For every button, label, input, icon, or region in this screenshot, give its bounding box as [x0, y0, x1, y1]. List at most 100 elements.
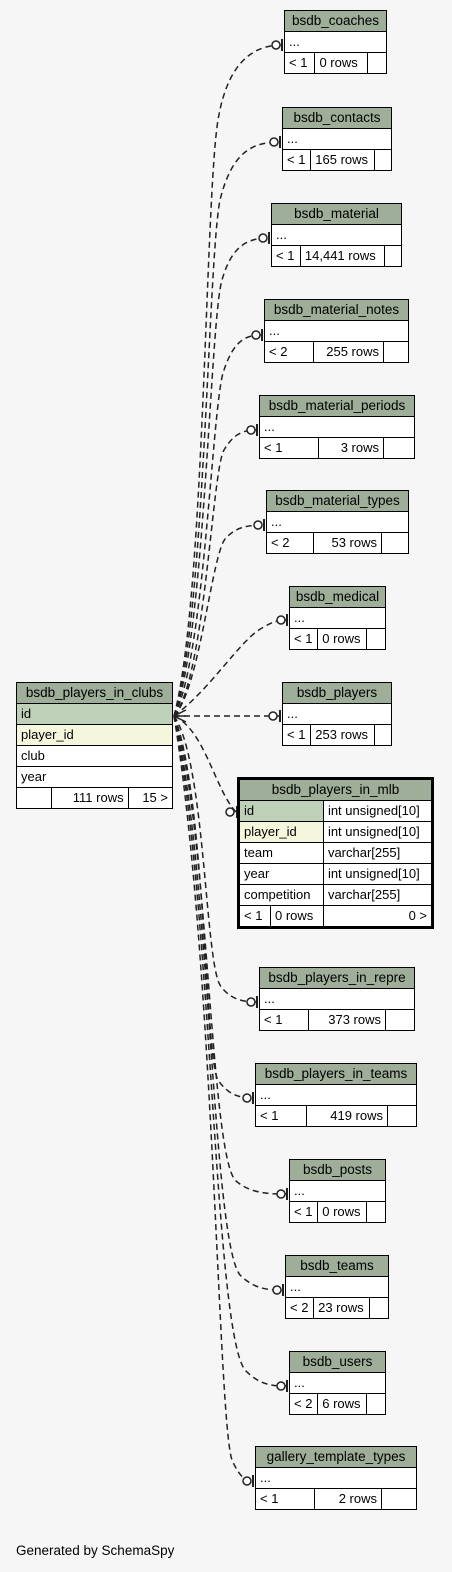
parents-count[interactable]: < 2: [284, 1297, 315, 1319]
table-name[interactable]: bsdb_users: [289, 1351, 386, 1373]
parents-count[interactable]: < 2: [266, 532, 314, 554]
row-count: 165 rows: [310, 149, 375, 171]
column-type: int unsigned[10]: [322, 821, 434, 843]
parents-count[interactable]: < 1: [240, 906, 271, 926]
edge-coaches: [173, 44, 283, 717]
parents-count[interactable]: < 2: [264, 341, 314, 363]
edge-material-periods: [173, 429, 258, 717]
children-count: [374, 724, 392, 746]
row-count: 53 rows: [313, 532, 382, 554]
edge-players-in-mlb: [173, 715, 237, 813]
table-ellipsis: ...: [289, 607, 386, 629]
table-ellipsis: ...: [284, 31, 387, 53]
edge-players-in-teams: [173, 715, 254, 1099]
children-count: [384, 245, 402, 267]
parents-count[interactable]: < 1: [281, 724, 312, 746]
table-ellipsis: ...: [289, 1180, 386, 1202]
column-type: int unsigned[10]: [322, 863, 434, 885]
table-name[interactable]: bsdb_material_notes: [264, 299, 409, 321]
row-count: 6 rows: [317, 1393, 367, 1415]
edge-players-in-repre: [173, 715, 258, 1003]
focus-table-name[interactable]: bsdb_players_in_mlb: [238, 778, 433, 801]
children-count: [381, 532, 409, 554]
table-ellipsis: ...: [255, 1467, 417, 1489]
column-name: team: [238, 842, 324, 864]
parents-count[interactable]: < 1: [283, 52, 316, 74]
table-ellipsis: ...: [255, 1084, 417, 1106]
table-name[interactable]: bsdb_coaches: [284, 10, 387, 32]
table-ellipsis: ...: [282, 703, 392, 725]
parents-count[interactable]: < 1: [255, 1488, 315, 1510]
column-name: club: [16, 745, 173, 767]
table-name[interactable]: bsdb_teams: [285, 1255, 389, 1277]
row-count: 3 rows: [318, 437, 384, 459]
children-count: [367, 52, 387, 74]
edge-material-types: [173, 524, 265, 717]
row-count: 0 rows: [317, 1201, 367, 1223]
children-count: [366, 1201, 386, 1223]
table-name[interactable]: bsdb_contacts: [282, 107, 392, 129]
edge-users: [173, 715, 288, 1387]
children-count: [383, 437, 415, 459]
parents-count[interactable]: < 1: [259, 437, 319, 459]
column-name: player_id: [238, 821, 324, 843]
children-count: [381, 1488, 417, 1510]
edge-material-notes: [173, 334, 263, 717]
table-ellipsis: ...: [266, 511, 409, 533]
column-name: id: [238, 800, 324, 822]
children-count: [366, 628, 386, 650]
children-count[interactable]: 0 >: [322, 905, 434, 928]
table-name[interactable]: bsdb_material: [271, 203, 402, 225]
row-count: 0 rows: [275, 908, 314, 923]
parents-count[interactable]: < 1: [255, 1105, 307, 1127]
column-type: int unsigned[10]: [322, 800, 434, 822]
children-count[interactable]: 15 >: [127, 787, 174, 809]
column-type: varchar[255]: [322, 884, 434, 906]
column-name: year: [16, 766, 173, 788]
parents-count[interactable]: < 1: [271, 245, 301, 267]
clubs-table: bsdb_players_in_clubs id player_id club …: [16, 682, 174, 809]
column-type: varchar[255]: [322, 842, 434, 864]
table-name[interactable]: bsdb_posts: [289, 1159, 386, 1181]
row-count: 419 rows: [306, 1105, 388, 1127]
children-count: [374, 149, 392, 171]
parents-count[interactable]: < 1: [281, 149, 312, 171]
table-name[interactable]: bsdb_material_periods: [259, 395, 415, 417]
footer-credit: Generated by SchemaSpy: [16, 1543, 175, 1558]
table-name[interactable]: bsdb_players_in_repre: [259, 967, 415, 989]
table-name[interactable]: bsdb_material_types: [266, 490, 409, 512]
parents-count[interactable]: < 1: [259, 1009, 309, 1031]
edge-gallery: [173, 715, 254, 1482]
edge-teams: [173, 715, 284, 1291]
parents-count[interactable]: < 1: [288, 1201, 319, 1223]
table-name[interactable]: bsdb_players_in_teams: [255, 1063, 417, 1085]
parents-count[interactable]: < 2: [288, 1393, 319, 1415]
table-ellipsis: ...: [285, 1276, 389, 1298]
table-ellipsis: ...: [271, 224, 402, 246]
children-count: [387, 1105, 417, 1127]
parents-count[interactable]: < 1: [288, 628, 319, 650]
table-name[interactable]: bsdb_players: [282, 682, 392, 704]
table-name[interactable]: bsdb_medical: [289, 586, 386, 608]
clubs-table-name[interactable]: bsdb_players_in_clubs: [16, 682, 173, 704]
table-name[interactable]: gallery_template_types: [255, 1446, 417, 1468]
children-count: [385, 1009, 415, 1031]
edge-posts: [173, 715, 288, 1195]
row-count: 0 rows: [314, 52, 368, 74]
row-count: 2 rows: [314, 1488, 382, 1510]
edge-contacts: [173, 141, 281, 717]
